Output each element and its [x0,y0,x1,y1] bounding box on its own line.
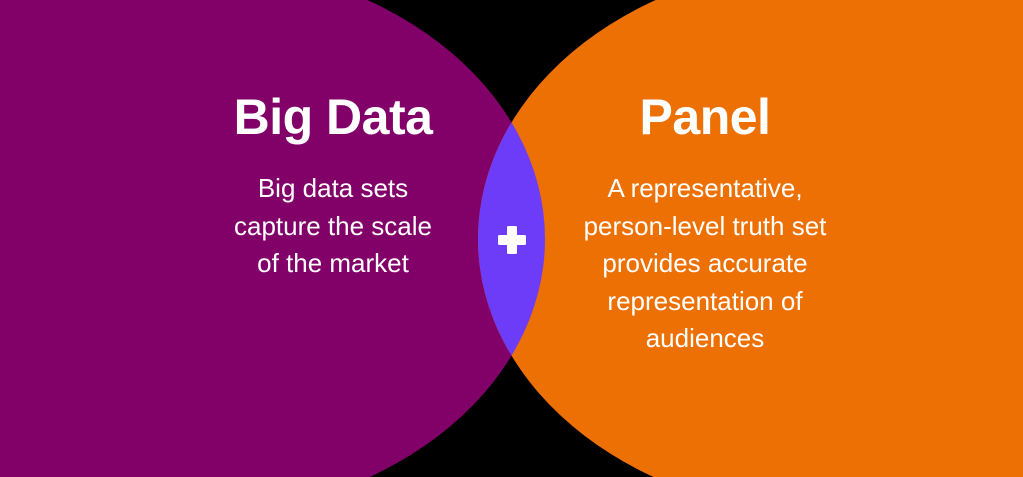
panel-description-line: provides accurate [602,248,808,278]
big-data-description: Big data sets capture the scale of the m… [153,170,513,283]
panel-title: Panel [639,89,771,145]
panel-description-line: A representative, [607,173,803,203]
panel-description: A representative, person-level truth set… [525,170,885,358]
big-data-description-line: Big data sets [257,173,409,203]
big-data-description-line: capture the scale [233,210,432,241]
plus-icon [498,226,526,254]
big-data-circle [0,0,545,477]
panel-description-line: representation of [607,285,803,316]
panel-description-line: audiences [645,323,765,353]
panel-description-line: person-level truth set [583,210,827,241]
big-data-title: Big Data [233,89,433,145]
big-data-description-line: of the market [257,248,409,278]
panel-circle [478,0,1023,477]
